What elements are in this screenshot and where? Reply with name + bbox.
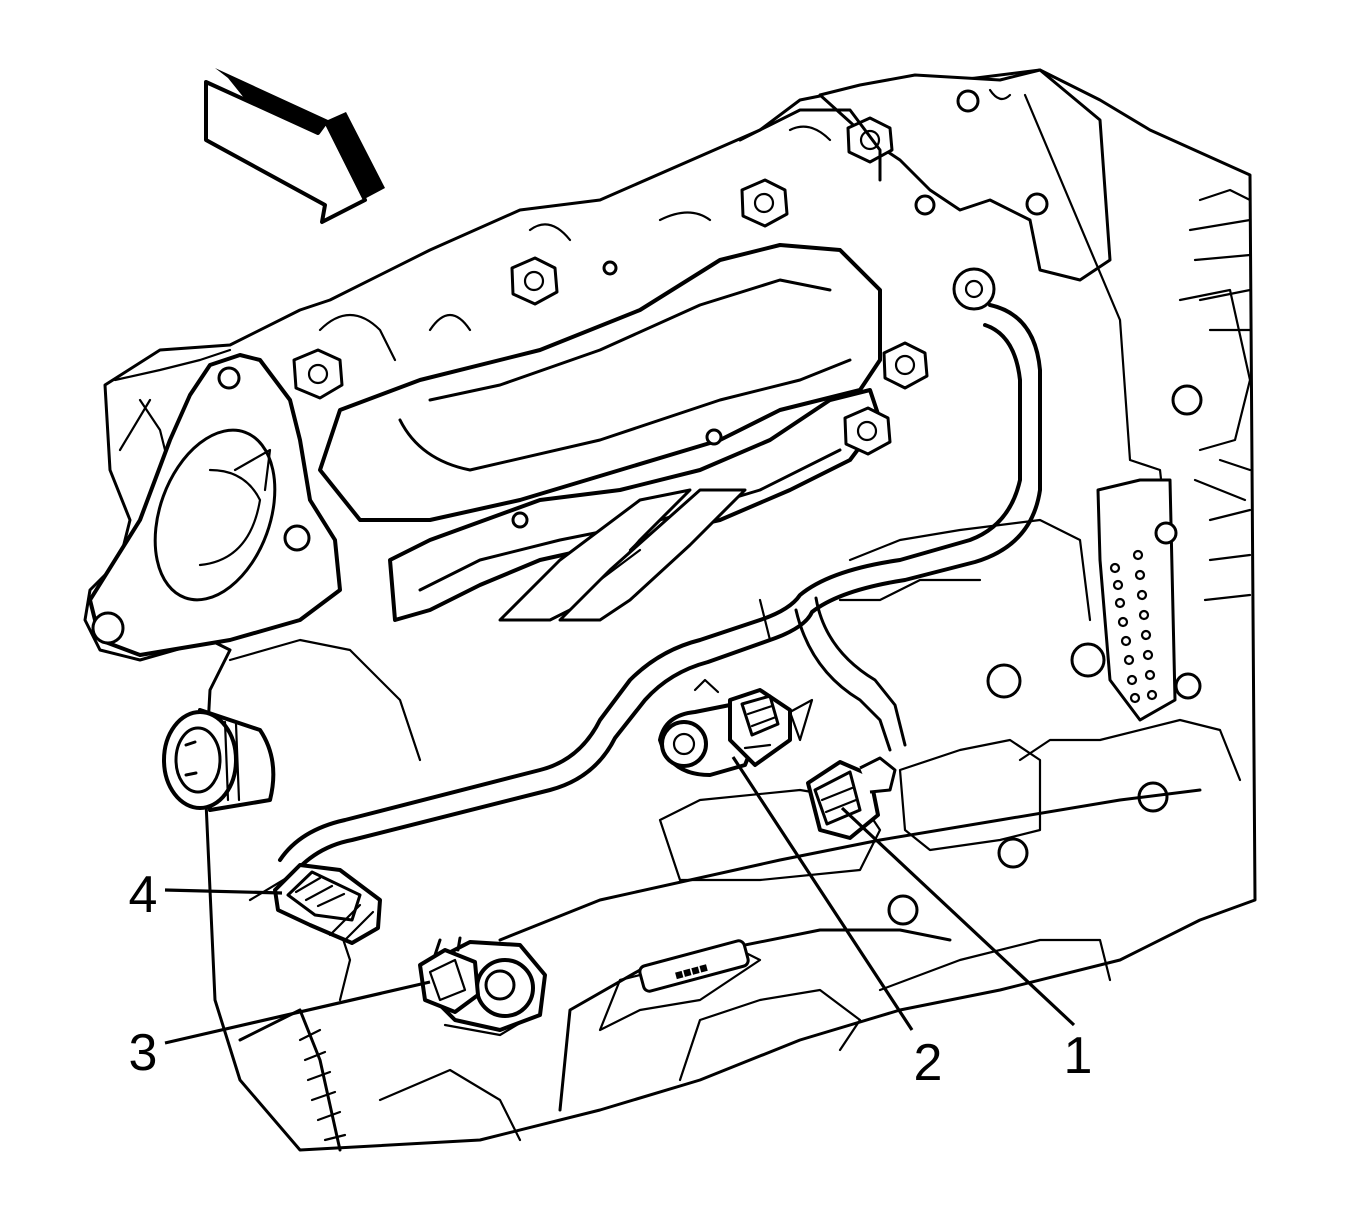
callout-1: 1: [1064, 1027, 1093, 1085]
leader-line-2: [731, 756, 914, 1031]
callout-3: 3: [129, 1024, 158, 1082]
sensor-item-2: [658, 678, 814, 777]
bracket-holes: [1109, 549, 1158, 704]
view-direction-arrow-icon: [204, 68, 385, 224]
connector-item-4: [273, 863, 382, 945]
sensor-item-3: [418, 936, 547, 1037]
wiring-harness: [278, 267, 1042, 887]
round-sensor-connector: [162, 708, 276, 812]
exhaust-manifold: [88, 108, 929, 657]
manifold-nut: [292, 348, 344, 400]
manifold-nut: [882, 341, 929, 390]
leader-line-1: [840, 806, 1076, 1027]
manifold-nut: [510, 256, 559, 306]
manifold-nut: [843, 406, 892, 456]
callout-4: 4: [129, 866, 158, 924]
manifold-nut: [740, 178, 789, 228]
leader-line-3: [164, 980, 431, 1045]
leader-lines: [164, 756, 1076, 1045]
callout-labels: 1 2 3 4: [129, 866, 1093, 1092]
callout-2: 2: [914, 1034, 943, 1092]
leader-line-4: [164, 888, 283, 895]
connector-item-1: [806, 756, 897, 840]
engine-block: ■■■■: [83, 68, 1257, 1152]
